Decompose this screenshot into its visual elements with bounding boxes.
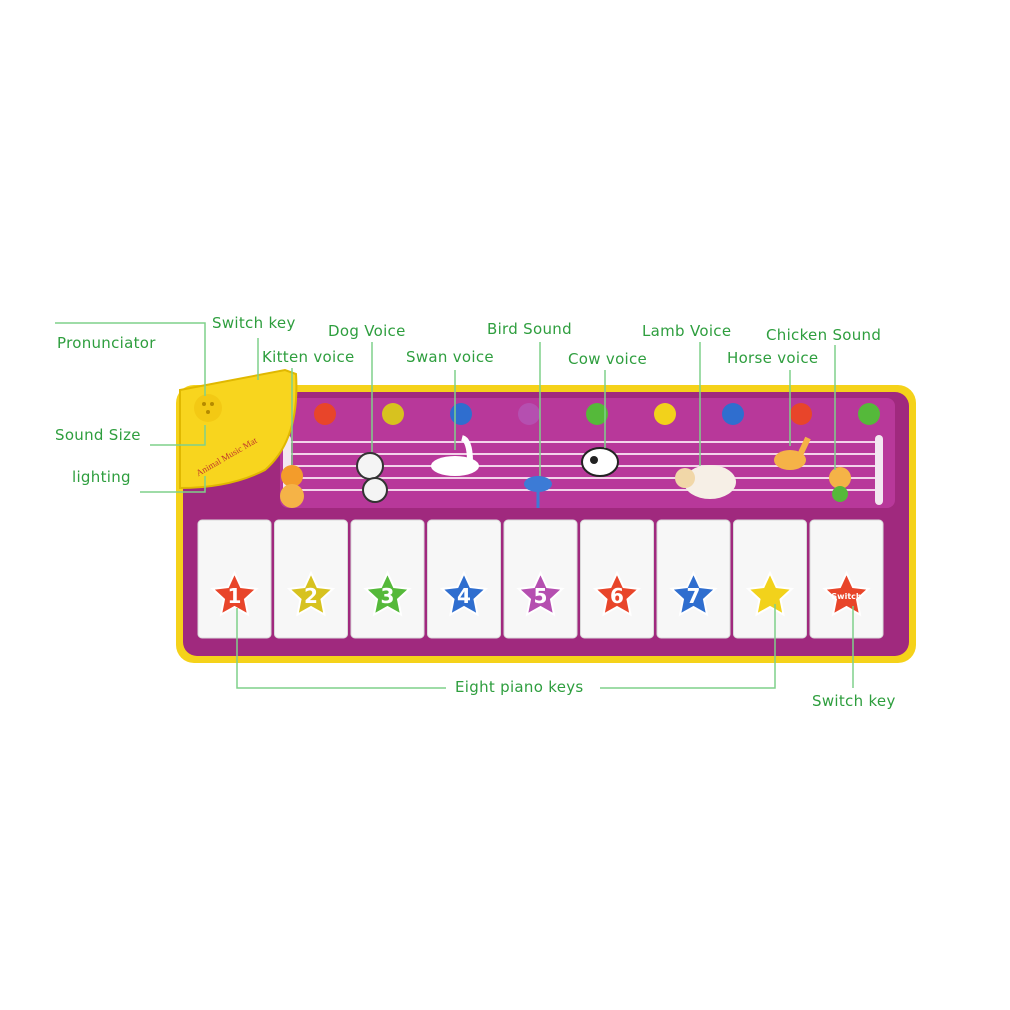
speaker-hole	[210, 402, 214, 406]
piano-key[interactable]: 6	[580, 519, 654, 639]
star-icon	[210, 570, 259, 617]
lighting-line	[140, 476, 206, 493]
kitten-icon	[280, 465, 304, 508]
piano-key[interactable]: 2	[274, 519, 348, 639]
switch-key-top-label: Switch key	[212, 314, 296, 332]
switch-key-bottom-label: Switch key	[812, 692, 896, 710]
key-number: 4	[457, 584, 471, 608]
piano-keys-right-line	[600, 604, 776, 689]
kitten-voice-label: Kitten voice	[262, 348, 355, 366]
horse-voice-label: Horse voice	[727, 349, 819, 367]
star-icon	[516, 570, 565, 617]
lamb-icon	[675, 465, 736, 499]
key-number: 5	[534, 584, 548, 608]
ball-icon	[722, 403, 744, 425]
star-icon	[592, 570, 642, 617]
horse-icon	[774, 436, 811, 470]
chicken-sound-label: Chicken Sound	[766, 326, 882, 344]
piano-key[interactable]: 7	[656, 519, 731, 639]
cow-voice-label: Cow voice	[568, 350, 648, 368]
music-mat: 1 2 3 4 5 6 7 Switch Animal Music Mat	[176, 368, 916, 663]
staff-bar-right	[875, 435, 883, 505]
bird-sound-label: Bird Sound	[487, 320, 572, 338]
ball-icon	[654, 403, 676, 425]
piano-key[interactable]	[733, 519, 807, 639]
swan-voice-label: Swan voice	[406, 348, 494, 366]
star-icon	[286, 570, 336, 617]
dog-icon	[356, 452, 388, 503]
ball-icon	[382, 403, 404, 425]
chicken-icon	[829, 467, 851, 502]
star-icon	[745, 570, 795, 617]
star-icon	[363, 570, 412, 617]
piano-key[interactable]: 3	[350, 519, 425, 639]
ball-row	[314, 403, 880, 425]
animal-icons	[280, 435, 851, 508]
star-icon	[822, 570, 871, 617]
key-number: 3	[381, 584, 395, 608]
control-panel: Animal Music Mat	[179, 368, 298, 490]
ball-icon	[790, 403, 812, 425]
pronunciator-line	[55, 322, 206, 396]
bird-icon	[524, 476, 552, 508]
key-number: 7	[687, 584, 701, 608]
sound-size-label: Sound Size	[55, 426, 141, 444]
callout-lines	[55, 322, 854, 689]
dog-voice-label: Dog Voice	[328, 322, 406, 340]
piano-keys: 1 2 3 4 5 6 7 Switch	[197, 519, 884, 639]
piano-key[interactable]: 5	[503, 519, 578, 639]
lamb-voice-label: Lamb Voice	[642, 322, 732, 340]
ball-icon	[858, 403, 880, 425]
ball-icon	[518, 403, 540, 425]
star-icon	[439, 570, 489, 617]
cow-icon	[581, 447, 619, 477]
speaker-hole	[202, 402, 206, 406]
key-number: 6	[610, 584, 624, 608]
speaker-hole	[206, 410, 210, 414]
lighting-label: lighting	[72, 468, 131, 486]
ball-icon	[450, 403, 472, 425]
ball-icon	[586, 403, 608, 425]
key-number: 1	[228, 584, 242, 608]
piano-key[interactable]: Switch	[809, 519, 884, 639]
ball-icon	[314, 403, 336, 425]
speaker-icon	[194, 394, 222, 422]
pronunciator-label: Pronunciator	[57, 334, 156, 352]
piano-keys-left-line	[236, 608, 446, 689]
key-number: 2	[304, 584, 318, 608]
key-number: Switch	[831, 592, 861, 601]
sound-size-line	[150, 425, 206, 446]
piano-key[interactable]: 4	[427, 519, 501, 639]
swan-icon	[431, 435, 479, 476]
piano-key[interactable]: 1	[197, 519, 272, 639]
star-icon	[669, 570, 718, 617]
eight-piano-keys-label: Eight piano keys	[455, 678, 584, 696]
